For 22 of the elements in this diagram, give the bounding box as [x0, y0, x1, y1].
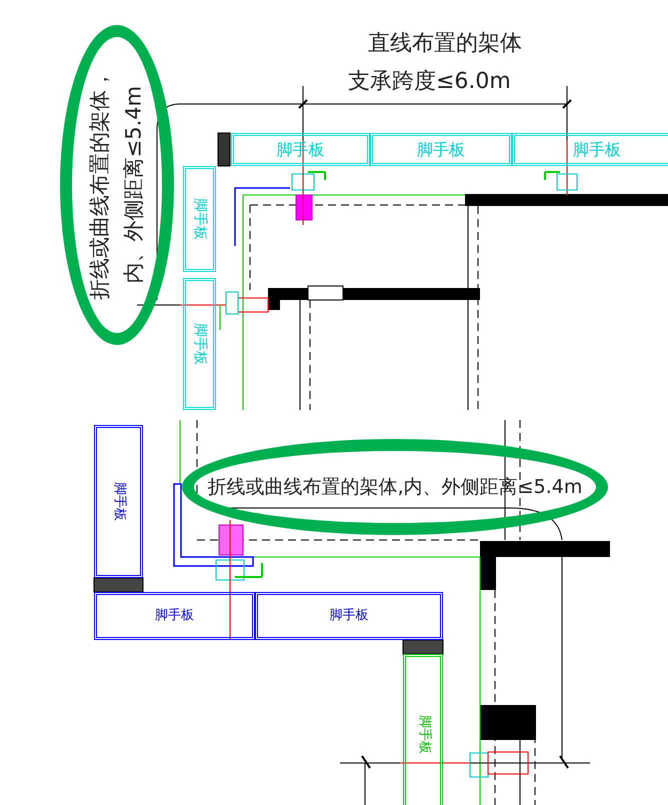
scaffold-plank — [255, 592, 443, 640]
dimension-label: 支承跨度≤6.0m — [348, 68, 511, 96]
callout-text: 折线或曲线布置的架体，内、外侧距离≤5.4m — [86, 68, 146, 302]
dimension-label: 直线布置的架体 — [368, 30, 522, 58]
scaffold-plank — [94, 425, 143, 578]
scaffold-plank — [370, 133, 512, 166]
plank-label: 脚手板 — [190, 323, 209, 365]
scaffold-plank — [512, 133, 668, 166]
plank-label: 脚手板 — [573, 138, 621, 161]
plank-label: 脚手板 — [190, 198, 209, 240]
callout-ellipse — [182, 439, 608, 535]
scaffold-plank — [403, 654, 443, 805]
plank-label: 脚手板 — [415, 714, 433, 754]
scaffold-plank — [231, 133, 370, 166]
plank-label: 脚手板 — [417, 138, 465, 161]
plank-label: 脚手板 — [330, 606, 368, 625]
callout-ellipse — [60, 25, 174, 345]
scaffold-plank — [94, 592, 255, 640]
plank-label: 脚手板 — [110, 482, 128, 521]
scaffold-plank — [183, 278, 216, 410]
scaffold-plank — [183, 166, 216, 272]
plank-label: 脚手板 — [155, 606, 194, 625]
